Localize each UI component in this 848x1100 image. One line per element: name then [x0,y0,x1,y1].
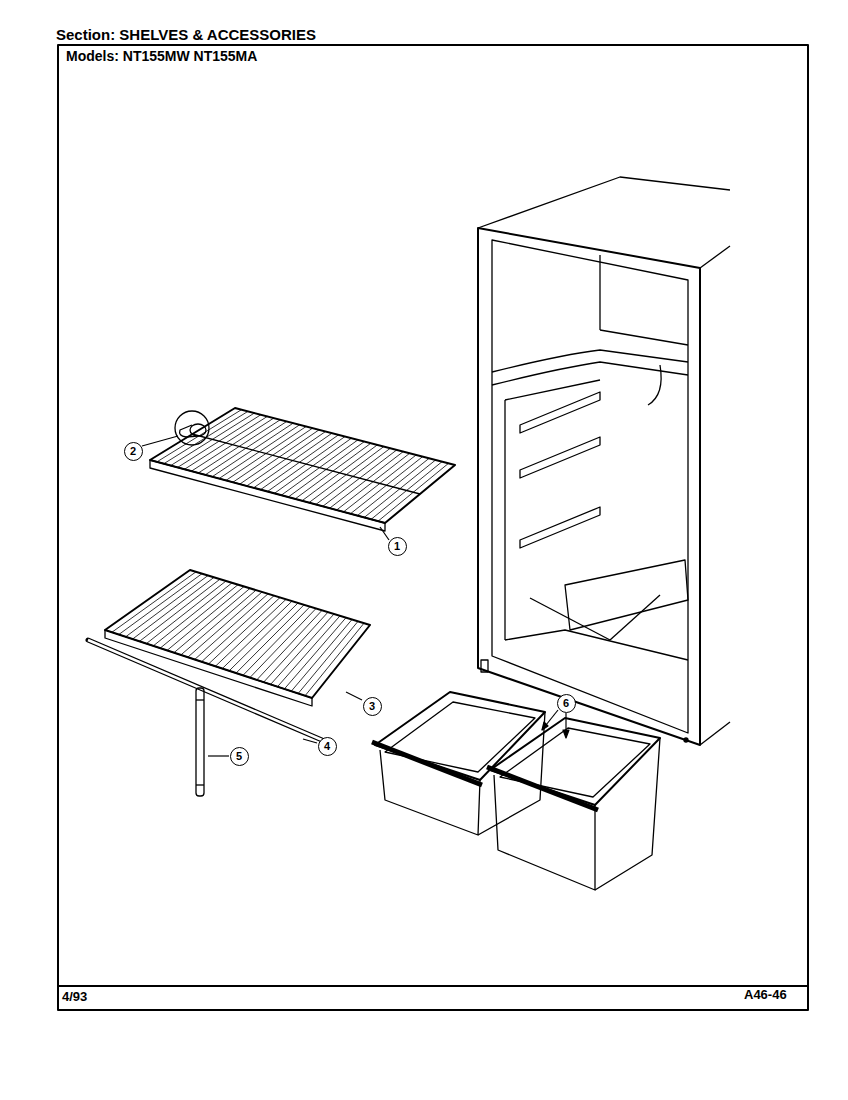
wire-shelf [150,408,455,531]
model-list: Models: NT155MW NT155MA [66,48,257,64]
callout-circle: 6 [557,694,576,713]
callout-circle: 1 [388,537,407,556]
shelf-slat [350,457,422,514]
footer-rule [58,985,808,987]
callout-number: 1 [394,541,400,552]
shelf-trim-bar-highlight [88,640,322,740]
callout-circle: 3 [363,697,382,716]
shelf-slat [344,455,417,512]
shelf-slat [243,607,310,676]
shelf-slat [264,612,328,682]
shelf-slat [371,462,442,520]
crisper-drawer [487,718,660,890]
shelf-slat [298,621,358,693]
callout-number: 3 [369,701,375,712]
callout-number: 4 [324,741,330,752]
shelf-trim-bar [88,640,322,740]
callout-number: 6 [563,698,569,709]
shelf-slat [215,599,286,666]
shelf-slat [378,463,448,521]
callout-circle: 5 [230,747,249,766]
callout-number: 5 [236,751,242,762]
shelf-slat [357,458,429,515]
shelf-slat [229,603,298,671]
callout-circle: 2 [124,442,143,461]
page-frame [58,45,808,1010]
date-code: 4/93 [62,989,87,1004]
shelf-slat [323,450,397,506]
section-title: Section: SHELVES & ACCESSORIES [56,26,316,43]
shelf-slat [309,447,384,503]
shelf-slat [271,614,334,684]
shelf-slat [160,585,238,648]
shelf-end-cap [175,411,209,445]
shelf-slat [316,448,390,504]
shelf-slat [222,601,292,668]
shelf-slat [330,452,404,509]
refrigerator-cabinet [478,177,730,745]
shelf-slat [291,620,352,692]
shelf-slat [284,618,346,689]
shelf-slat [305,623,364,696]
page-code: A46-46 [744,987,787,1002]
shelf-slat [278,616,341,687]
shelf-slat [257,610,322,680]
shelf-slat [302,445,377,501]
leader-line [142,436,569,756]
wire-shelf [105,570,370,706]
shelf-slat [364,460,435,517]
shelf-support-rod [196,688,204,796]
shelf-slat [236,605,304,673]
shelf-slat [337,453,410,510]
callout-number: 2 [130,446,136,457]
callout-circle: 4 [318,737,337,756]
shelf-slat [250,609,316,678]
